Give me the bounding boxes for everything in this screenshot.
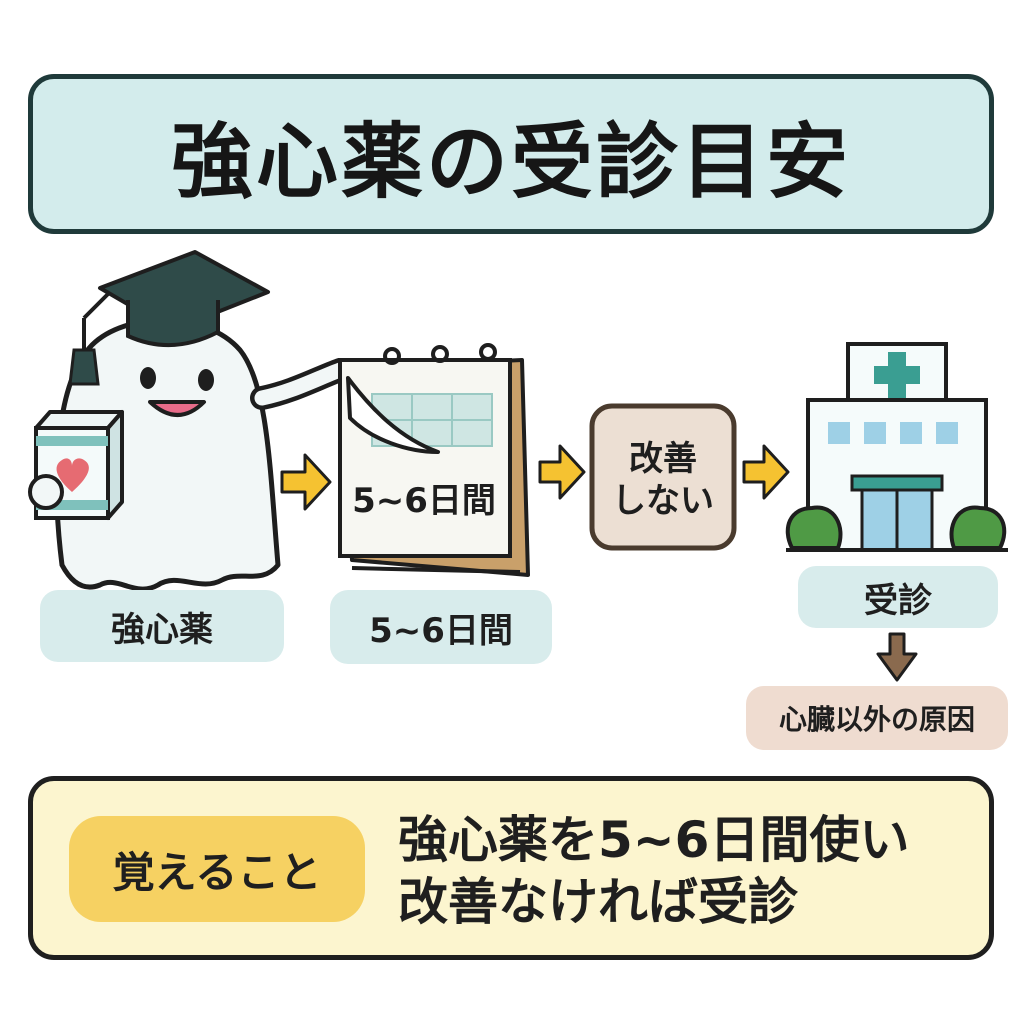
arrow-right-icon-2 xyxy=(538,444,586,500)
period-label: 5~6日間 xyxy=(330,590,552,664)
memo-line-1: 強心薬を5~6日間使い xyxy=(398,811,910,869)
memo-box: 覚えること 強心薬を5~6日間使い 改善なければ受診 xyxy=(28,776,994,960)
memo-badge: 覚えること xyxy=(69,816,365,922)
no-improvement-box: 改善 しない xyxy=(589,403,737,551)
hospital-icon xyxy=(785,342,1008,552)
no-improvement-line1: 改善 xyxy=(629,439,697,479)
arrow-right-icon-1 xyxy=(280,453,332,511)
arrow-down-icon xyxy=(876,632,918,682)
memo-text: 強心薬を5~6日間使い 改善なければ受診 xyxy=(398,809,978,933)
medicine-box-icon xyxy=(28,410,124,520)
calendar-icon: 5~6日間 xyxy=(338,343,530,577)
other-cause-label: 心臓以外の原因 xyxy=(746,686,1008,750)
title-banner: 強心薬の受診目安 xyxy=(28,74,994,234)
calendar-sign-text: 5~6日間 xyxy=(352,481,496,521)
ghost-character-icon xyxy=(54,317,352,592)
memo-line-2: 改善なければ受診 xyxy=(398,873,798,931)
arrow-right-icon-3 xyxy=(742,444,790,500)
visit-label: 受診 xyxy=(798,566,998,628)
medicine-label: 強心薬 xyxy=(40,590,284,662)
no-improvement-line2: しない xyxy=(612,481,714,521)
page-title: 強心薬の受診目安 xyxy=(170,114,851,210)
graduation-cap-icon xyxy=(68,250,270,386)
